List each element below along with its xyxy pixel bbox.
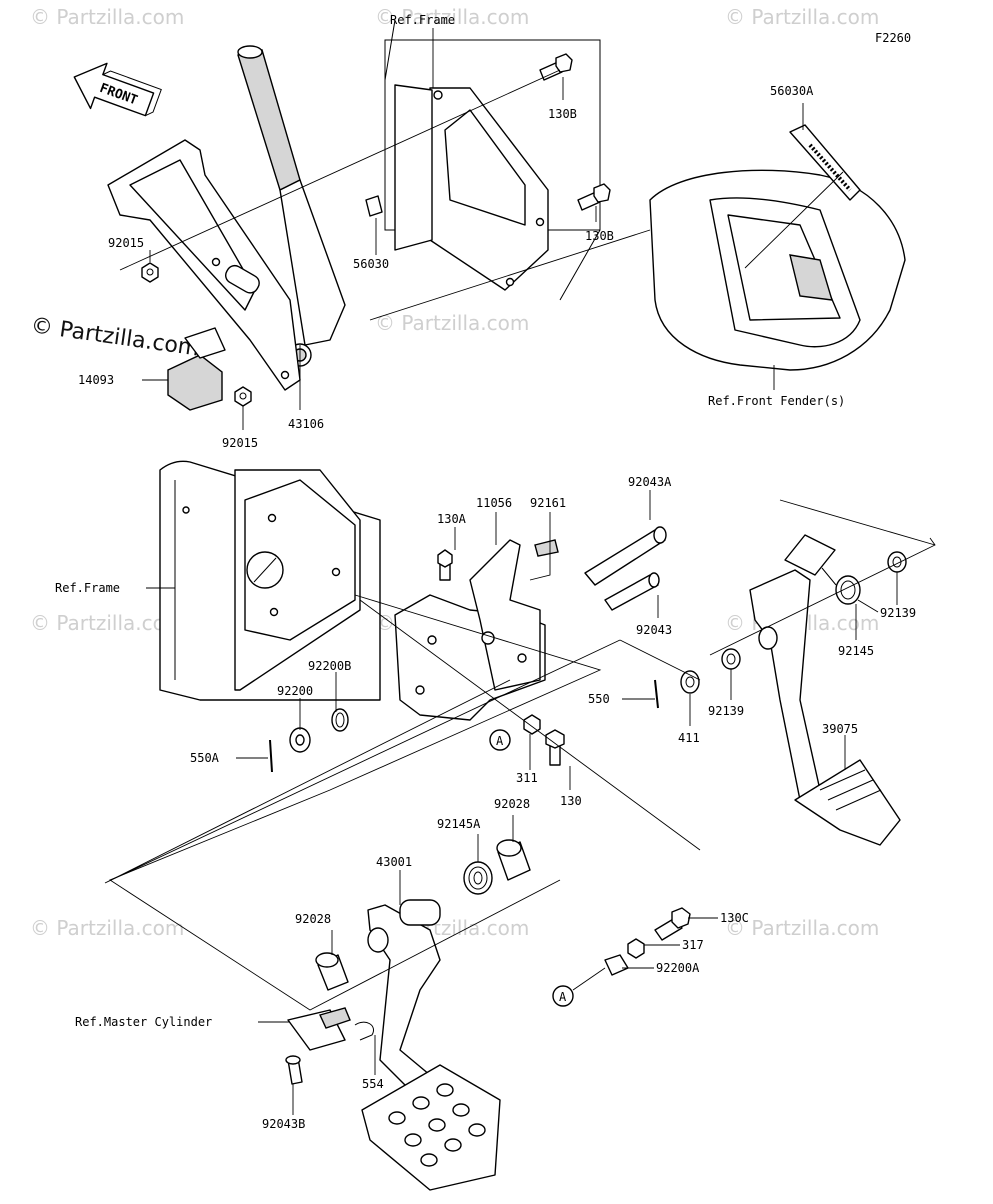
pin-554 xyxy=(354,1021,374,1041)
watermark-4: © Partzilla.com xyxy=(375,311,529,335)
ref-frame-top-label: Ref.Frame xyxy=(390,13,455,27)
label-92139-1: 92139 xyxy=(880,606,916,620)
label-92028-1: 92028 xyxy=(494,797,530,811)
marker-A-2: A xyxy=(552,985,574,1007)
watermark-dark: © Partzilla.com xyxy=(29,313,201,361)
label-130A: 130A xyxy=(437,512,467,526)
label-92200: 92200 xyxy=(277,684,313,698)
label-92015-1: 92015 xyxy=(108,236,144,250)
label-43001: 43001 xyxy=(376,855,412,869)
label-92015-2: 92015 xyxy=(222,436,258,450)
label-92043A: 92043A xyxy=(628,475,672,489)
label-411: 411 xyxy=(678,731,700,745)
label-56030: 56030 xyxy=(353,257,389,271)
label-43106: 43106 xyxy=(288,417,324,431)
label-92139-2: 92139 xyxy=(708,704,744,718)
diagram-code: F2260 xyxy=(875,31,911,45)
label-92145A: 92145A xyxy=(437,817,481,831)
label-550: 550 xyxy=(588,692,610,706)
brake-pedal xyxy=(361,899,501,1191)
marker-A-text-1: A xyxy=(496,734,504,748)
washer-411 xyxy=(680,670,700,694)
watermark-3: © Partzilla.com xyxy=(725,5,879,29)
brake-switch-14093 xyxy=(167,327,226,411)
label-92145: 92145 xyxy=(838,644,874,658)
label-550A: 550A xyxy=(190,751,220,765)
label-92200A: 92200A xyxy=(656,961,700,975)
label-92043B: 92043B xyxy=(262,1117,305,1131)
label-56030A: 56030A xyxy=(770,84,814,98)
label-92161: 92161 xyxy=(530,496,566,510)
clip-56030 xyxy=(365,195,383,217)
parking-brake-lever xyxy=(237,45,346,367)
label-311: 311 xyxy=(516,771,538,785)
assembly-outlines xyxy=(104,69,936,1011)
pedal-bracket xyxy=(394,539,546,721)
watermark-11: © Partzilla.com xyxy=(725,916,879,940)
label-92200B: 92200B xyxy=(308,659,351,673)
watermark-1: © Partzilla.com xyxy=(30,5,184,29)
decal-56030A xyxy=(789,124,861,201)
stopper-92161 xyxy=(534,539,559,557)
top-frame-section xyxy=(384,19,601,301)
shafts-92043 xyxy=(584,526,667,611)
ref-frame-mid-label: Ref.Frame xyxy=(55,581,120,595)
watermark-9: © Partzilla.com xyxy=(30,916,184,940)
part-labels: F2260 Ref.Frame 130B 130B 56030A 56030 9… xyxy=(55,13,916,1131)
ref-master-cylinder-label: Ref.Master Cylinder xyxy=(75,1015,212,1029)
watermark-6: © Partzilla.com xyxy=(30,611,184,635)
bolts-130B xyxy=(539,53,611,211)
label-92043: 92043 xyxy=(636,623,672,637)
washers-92200 xyxy=(289,708,349,753)
throttle-pedal xyxy=(749,534,901,846)
nuts-92015 xyxy=(141,262,252,407)
watermark-2: © Partzilla.com xyxy=(375,5,529,29)
nut-311-bolt-130 xyxy=(523,714,565,766)
spring-92145A xyxy=(463,861,493,895)
bushings-92139 xyxy=(721,551,907,670)
pin-92043B xyxy=(285,1055,303,1085)
label-130B-1: 130B xyxy=(548,107,577,121)
label-11056: 11056 xyxy=(476,496,512,510)
leader-lines xyxy=(142,28,898,1115)
label-317: 317 xyxy=(682,938,704,952)
mid-frame xyxy=(159,460,381,701)
front-fender xyxy=(649,169,906,371)
label-130C: 130C xyxy=(720,911,749,925)
pins-550 xyxy=(269,679,659,773)
ref-front-fender-label: Ref.Front Fender(s) xyxy=(708,394,845,408)
front-arrow-icon: FRONT xyxy=(73,62,162,117)
bolt-130A xyxy=(437,549,453,581)
marker-A-1: A xyxy=(489,729,511,751)
label-92028-2: 92028 xyxy=(295,912,331,926)
label-130: 130 xyxy=(560,794,582,808)
label-554: 554 xyxy=(362,1077,384,1091)
bushings-92028 xyxy=(315,839,531,991)
brake-bracket xyxy=(107,139,301,391)
clevis-master-cylinder xyxy=(287,1007,351,1051)
label-14093: 14093 xyxy=(78,373,114,387)
spring-92145 xyxy=(821,567,879,613)
label-39075: 39075 xyxy=(822,722,858,736)
label-130B-2: 130B xyxy=(585,229,614,243)
marker-A-text-2: A xyxy=(559,990,567,1004)
